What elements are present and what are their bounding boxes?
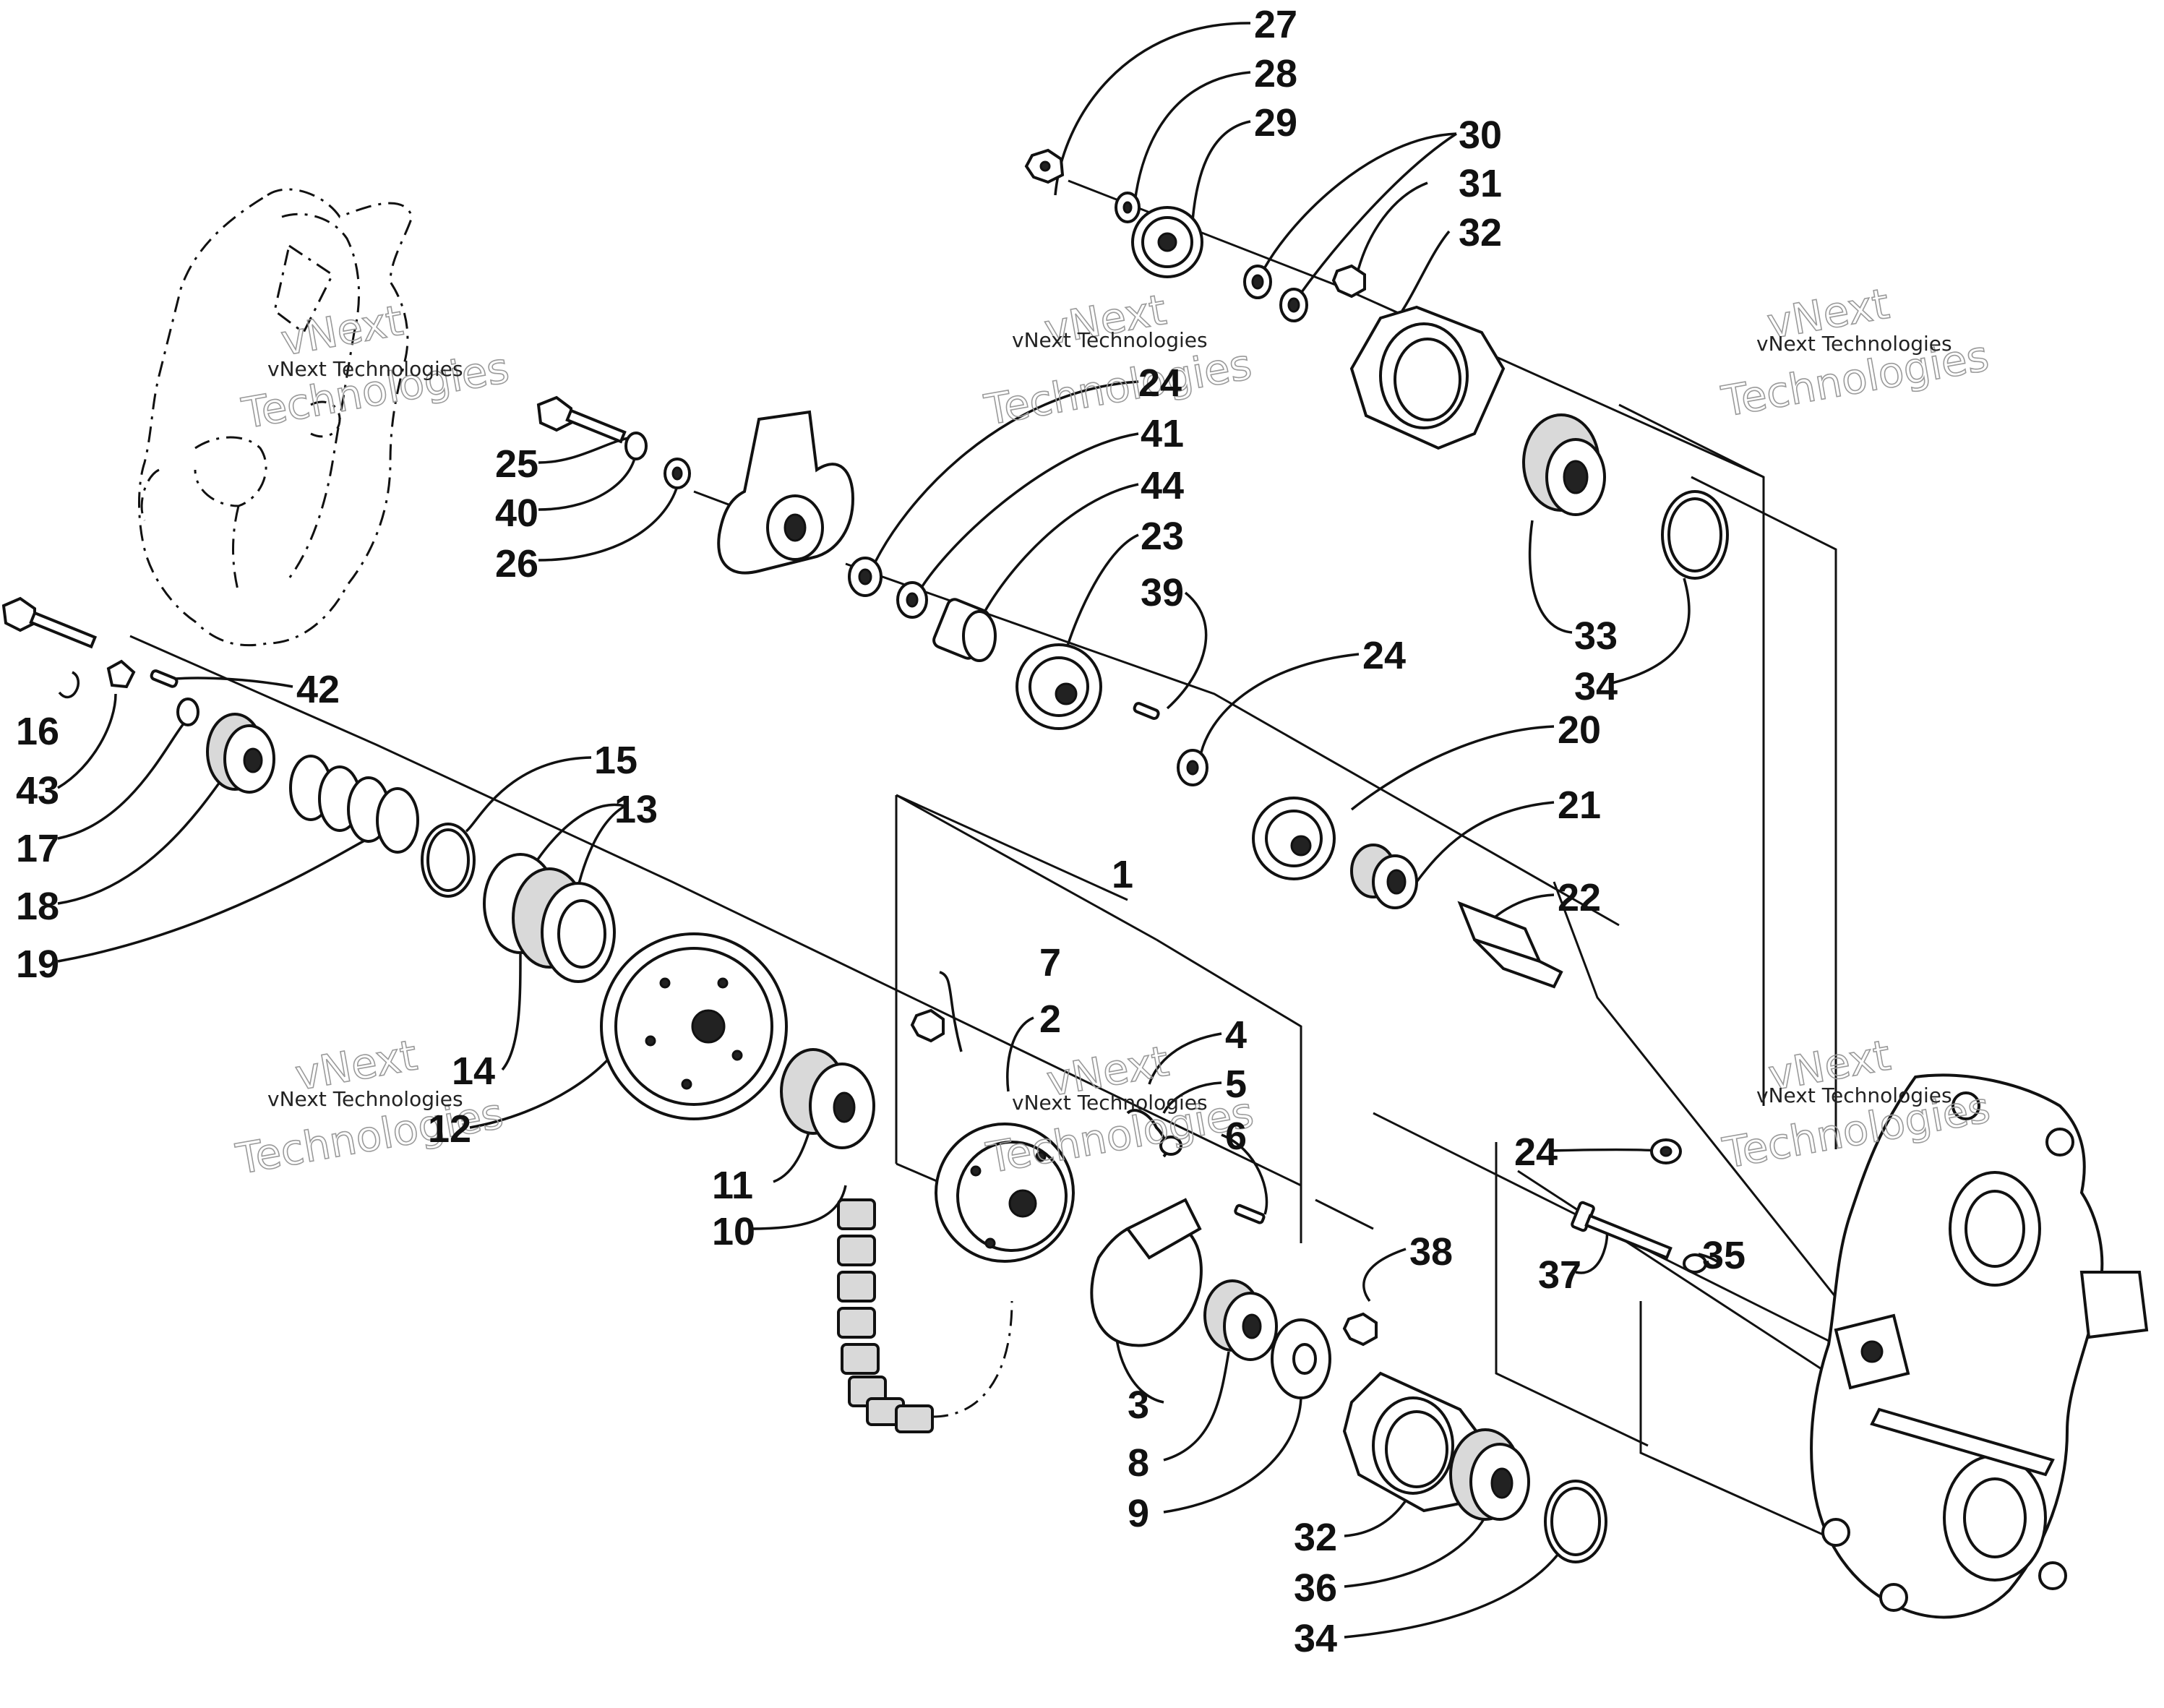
sprocket-29 [1131, 206, 1203, 278]
bearing-flange-32 [1349, 305, 1506, 450]
callout-33: 33 [1574, 614, 1618, 658]
watermarks: vNext Technologies vNext Technologies vN… [232, 278, 1994, 1185]
callout-32: 32 [1294, 1516, 1337, 1559]
callout-5: 5 [1225, 1063, 1247, 1106]
callout-42: 42 [296, 668, 340, 711]
callout-32: 32 [1459, 211, 1502, 254]
bearing-8 [1203, 1279, 1278, 1361]
callout-27: 27 [1254, 3, 1297, 46]
callout-38: 38 [1409, 1230, 1453, 1274]
callout-labels: 27 28 29 30 31 32 24 41 44 23 39 25 40 2… [16, 3, 1746, 1660]
bearing-36 [1449, 1428, 1530, 1521]
callout-35: 35 [1702, 1234, 1746, 1277]
center-lower-parts [910, 1008, 1707, 1563]
callout-25: 25 [495, 442, 538, 486]
callout-24: 24 [1514, 1130, 1558, 1174]
chain-10 [837, 1198, 1013, 1433]
callout-15: 15 [594, 739, 637, 782]
callout-30: 30 [1459, 113, 1502, 157]
item1-bracket [896, 794, 1128, 901]
watermark-small: vNext Technologies [1012, 1091, 1208, 1115]
callout-4: 4 [1225, 1013, 1247, 1057]
callout-43: 43 [16, 769, 59, 812]
watermark-small: vNext Technologies [1012, 328, 1208, 352]
callout-2: 2 [1039, 997, 1061, 1041]
callout-23: 23 [1141, 515, 1184, 558]
callout-19: 19 [16, 943, 59, 986]
sprocket-12 [600, 932, 788, 1120]
callout-9: 9 [1128, 1492, 1149, 1535]
callout-11: 11 [712, 1164, 753, 1207]
callout-1: 1 [1112, 853, 1133, 896]
watermark-small: vNext Technologies [1756, 332, 1952, 356]
callout-21: 21 [1558, 784, 1601, 827]
watermark-small: vNext Technologies [267, 357, 463, 381]
gear-11 [780, 1048, 875, 1149]
callout-39: 39 [1141, 571, 1184, 614]
callout-3: 3 [1128, 1383, 1149, 1427]
callout-41: 41 [1141, 412, 1184, 455]
callout-7: 7 [1039, 941, 1061, 984]
callout-12: 12 [428, 1107, 471, 1151]
plate-3 [1090, 1198, 1203, 1347]
sprocket-20 [1252, 797, 1336, 880]
bolt-16 [1, 596, 98, 649]
callout-10: 10 [712, 1210, 755, 1253]
callout-22: 22 [1558, 876, 1601, 919]
callout-14: 14 [452, 1050, 495, 1093]
shaft-22 [1457, 901, 1563, 989]
upper-parts [150, 148, 1729, 989]
callout-34: 34 [1574, 665, 1618, 708]
left-lower-parts [1, 596, 1013, 1433]
callout-26: 26 [495, 542, 538, 585]
sprocket-23 [1016, 643, 1102, 730]
gear-2 [935, 1123, 1075, 1263]
adjuster-37 [1571, 1201, 1673, 1260]
callout-40: 40 [495, 492, 538, 535]
callout-6: 6 [1225, 1115, 1247, 1158]
callout-8: 8 [1128, 1441, 1149, 1485]
bearing-33 [1522, 413, 1606, 516]
leader-lines [57, 22, 1721, 1639]
chaincase-cover-outline [138, 188, 413, 647]
callout-37: 37 [1538, 1253, 1581, 1297]
watermark-small: vNext Technologies [267, 1087, 463, 1111]
callout-18: 18 [16, 885, 59, 928]
callout-13: 13 [614, 788, 658, 831]
bolt-25 [536, 395, 627, 444]
chaincase-housing [1810, 1073, 2149, 1619]
callout-34: 34 [1294, 1617, 1337, 1660]
watermark-line1: vNext [278, 296, 407, 365]
bushing-21 [1350, 844, 1418, 909]
spring-seat-18 [206, 713, 275, 794]
callout-17: 17 [16, 827, 59, 870]
callout-44: 44 [1141, 464, 1184, 507]
spring-19 [289, 755, 419, 854]
callout-24: 24 [1138, 361, 1182, 405]
callout-16: 16 [16, 710, 59, 753]
callout-31: 31 [1459, 162, 1502, 205]
bearing-44 [932, 598, 997, 662]
callout-28: 28 [1254, 52, 1297, 95]
watermark-line2: Technologies [981, 340, 1255, 435]
thrust-bearing-13-14 [483, 853, 616, 983]
callout-29: 29 [1254, 101, 1297, 145]
callout-36: 36 [1294, 1566, 1337, 1610]
callout-20: 20 [1558, 708, 1601, 752]
watermark-small: vNext Technologies [1756, 1083, 1952, 1107]
callout-24: 24 [1362, 634, 1406, 677]
upper-bracket [717, 410, 855, 575]
